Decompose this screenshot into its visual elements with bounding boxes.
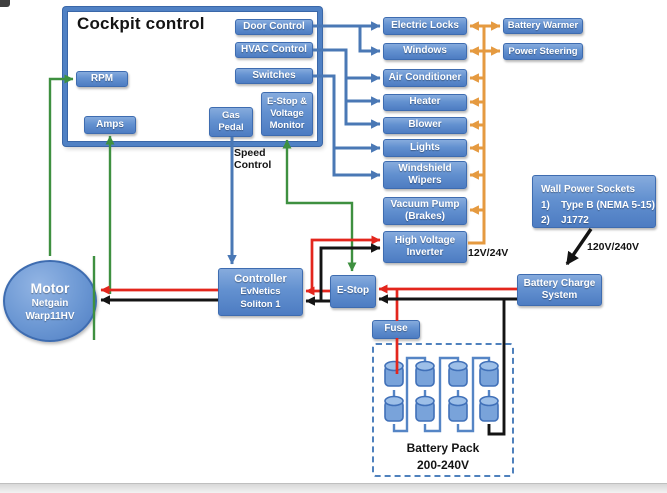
wall-voltage-label: 120V/240V	[587, 241, 639, 253]
battery-pack-label: Battery Pack 200-240V	[406, 441, 480, 472]
node-battery-warmer: Battery Warmer	[503, 18, 583, 34]
wire-switches-to-wipers	[313, 74, 381, 180]
motor-subtitle: Netgain Warp11HV	[25, 298, 75, 323]
wire-evm-estop	[282, 139, 357, 272]
inverter-voltage-label: 12V/24V	[468, 247, 509, 259]
bus-12v-orange	[468, 21, 501, 245]
node-gas-pedal: Gas Pedal	[209, 107, 253, 137]
motor-title: Motor	[30, 279, 70, 296]
power-wires-black	[100, 228, 593, 436]
node-electric-locks: Electric Locks	[383, 17, 467, 35]
node-air-conditioner: Air Conditioner	[383, 69, 467, 87]
node-amps: Amps	[84, 116, 136, 134]
cockpit-control-title: Cockpit control	[77, 14, 205, 33]
node-switches: Switches	[235, 68, 313, 84]
controller-title: Controller	[234, 273, 287, 286]
node-hvac-control: HVAC Control	[235, 42, 313, 58]
node-estop: E-Stop	[330, 275, 376, 308]
wire-hvac-to-blower	[313, 48, 381, 129]
node-windows: Windows	[383, 43, 467, 60]
node-wall-power-sockets: Wall Power Sockets 1) Type B (NEMA 5-15)…	[532, 175, 656, 228]
speed-control-label: Speed Control	[234, 147, 272, 172]
node-estop-voltage-monitor: E-Stop & Voltage Monitor	[261, 92, 313, 136]
node-controller: Controller EvNetics Soliton 1	[218, 268, 303, 316]
node-motor: Motor Netgain Warp11HV	[3, 260, 97, 342]
node-fuse: Fuse	[372, 320, 420, 339]
controller-subtitle: EvNetics Soliton 1	[240, 286, 281, 310]
orange-trunk	[468, 26, 486, 245]
node-windshield-wipers: Windshield Wipers	[383, 161, 467, 189]
node-blower: Blower	[383, 117, 467, 134]
node-battery-charge-system: Battery Charge System	[517, 274, 602, 306]
node-high-voltage-inverter: High Voltage Inverter	[383, 231, 467, 263]
node-heater: Heater	[383, 94, 467, 111]
window-corner-chip	[0, 0, 10, 7]
node-vacuum-pump: Vacuum Pump (Brakes)	[383, 197, 467, 225]
canvas-bottom-edge	[0, 483, 667, 493]
wire-door-to-windows	[358, 26, 381, 56]
node-lights: Lights	[383, 139, 467, 157]
node-door-control: Door Control	[235, 19, 313, 35]
node-rpm: RPM	[76, 71, 128, 87]
node-power-steering: Power Steering	[503, 43, 583, 60]
